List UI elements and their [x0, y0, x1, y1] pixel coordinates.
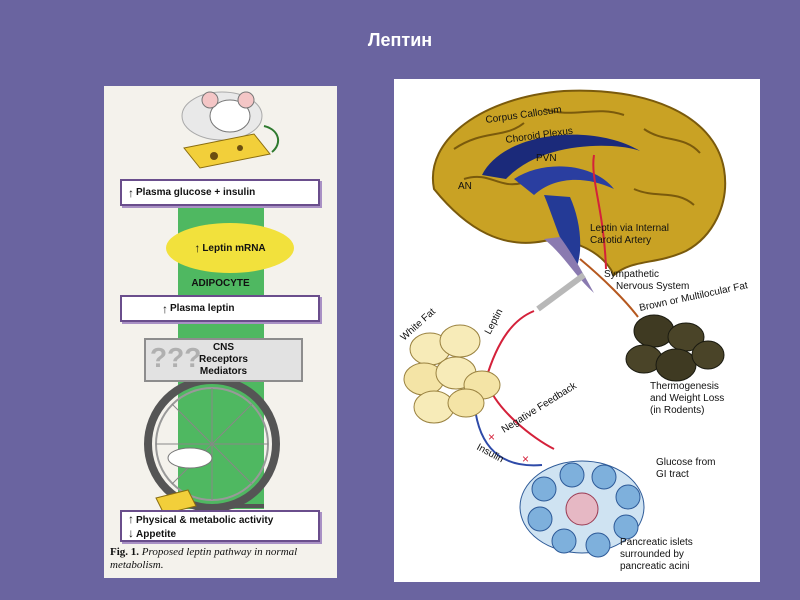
leptin-carotid-label-1: Leptin via Internal [590, 223, 669, 234]
right-panel-graphics: × × [399, 89, 749, 572]
adipocyte-label: ADIPOCYTE [191, 278, 250, 289]
pancreatic-islets [519, 460, 645, 558]
brain-illustration [431, 89, 727, 293]
plasma-leptin-box: Plasma leptin [120, 295, 320, 322]
carotid-artery [536, 272, 586, 312]
negative-feedback-label: Negative Feedback [500, 380, 580, 436]
question-marks: ??? [150, 342, 202, 373]
glucose-label-1: Glucose from [656, 457, 715, 468]
brown-fat-cells [625, 314, 725, 382]
leptin-pathway-figure: Plasma glucose + insulin Leptin mRNA ADI… [104, 86, 337, 578]
sympathetic-label-1: Sympathetic [604, 269, 659, 280]
activity-label: Physical & metabolic activity [136, 515, 274, 526]
figure-caption: Fig. 1. Proposed leptin pathway in norma… [110, 546, 335, 572]
appetite-label: Appetite [136, 529, 176, 540]
leptin-to-brain-arrow [592, 154, 607, 270]
leptin-mrna-ellipse: Leptin mRNA [166, 223, 294, 273]
up-arrow-icon [162, 302, 170, 316]
caption-text: Proposed leptin pathway in normal metabo… [110, 546, 298, 571]
leptin-carotid-label-2: Carotid Artery [590, 235, 651, 246]
leptin-from-white-fat-arrow [485, 310, 535, 380]
pancreatic-label-1: Pancreatic islets [620, 537, 693, 548]
sympathetic-arrow [579, 258, 639, 318]
leptin-mrna-label: Leptin mRNA [202, 242, 266, 254]
mediators-line: Mediators [199, 366, 248, 377]
insulin-label: Insulin [475, 442, 506, 465]
pvn-label: PVN [536, 153, 557, 164]
pancreatic-label-2: surrounded by [620, 549, 684, 560]
receptors-line: Receptors [199, 354, 248, 365]
cns-line: CNS [212, 342, 235, 353]
down-arrow-icon [128, 529, 136, 540]
leptin-physiology-diagram: × × [394, 79, 760, 582]
plasma-glucose-insulin-box: Plasma glucose + insulin [120, 179, 320, 206]
up-arrow-icon [128, 186, 136, 200]
pancreatic-label-3: pancreatic acini [620, 561, 689, 572]
left-panel-graphics [144, 91, 280, 515]
cheese-icon [155, 489, 197, 515]
thermogenesis-label-3: (in Rodents) [650, 405, 704, 416]
cns-receptors-box: ??? CNS Receptors Mediators [144, 338, 303, 382]
red-x-mark: × [488, 430, 495, 444]
leptin-label: Leptin [483, 307, 506, 336]
activity-appetite-box: Physical & metabolic activity Appetite [120, 510, 320, 542]
an-label: AN [458, 181, 472, 192]
thermogenesis-label-1: Thermogenesis [650, 381, 719, 392]
sympathetic-label-2: Nervous System [616, 281, 689, 292]
glucose-label-2: GI tract [656, 469, 689, 480]
caption-fig-number: Fig. 1. [110, 546, 140, 558]
running-wheel-icon [144, 376, 280, 512]
up-arrow-icon [128, 515, 136, 526]
thermogenesis-label-2: and Weight Loss [650, 393, 724, 404]
white-fat-cells [403, 324, 501, 424]
plasma-leptin-label: Plasma leptin [170, 303, 235, 314]
mouse-eating-icon [181, 91, 280, 169]
slide-title: Лептин [367, 30, 433, 50]
plasma-glucose-label: Plasma glucose + insulin [136, 187, 256, 198]
red-x-mark: × [522, 452, 529, 466]
up-arrow-icon [194, 241, 202, 255]
